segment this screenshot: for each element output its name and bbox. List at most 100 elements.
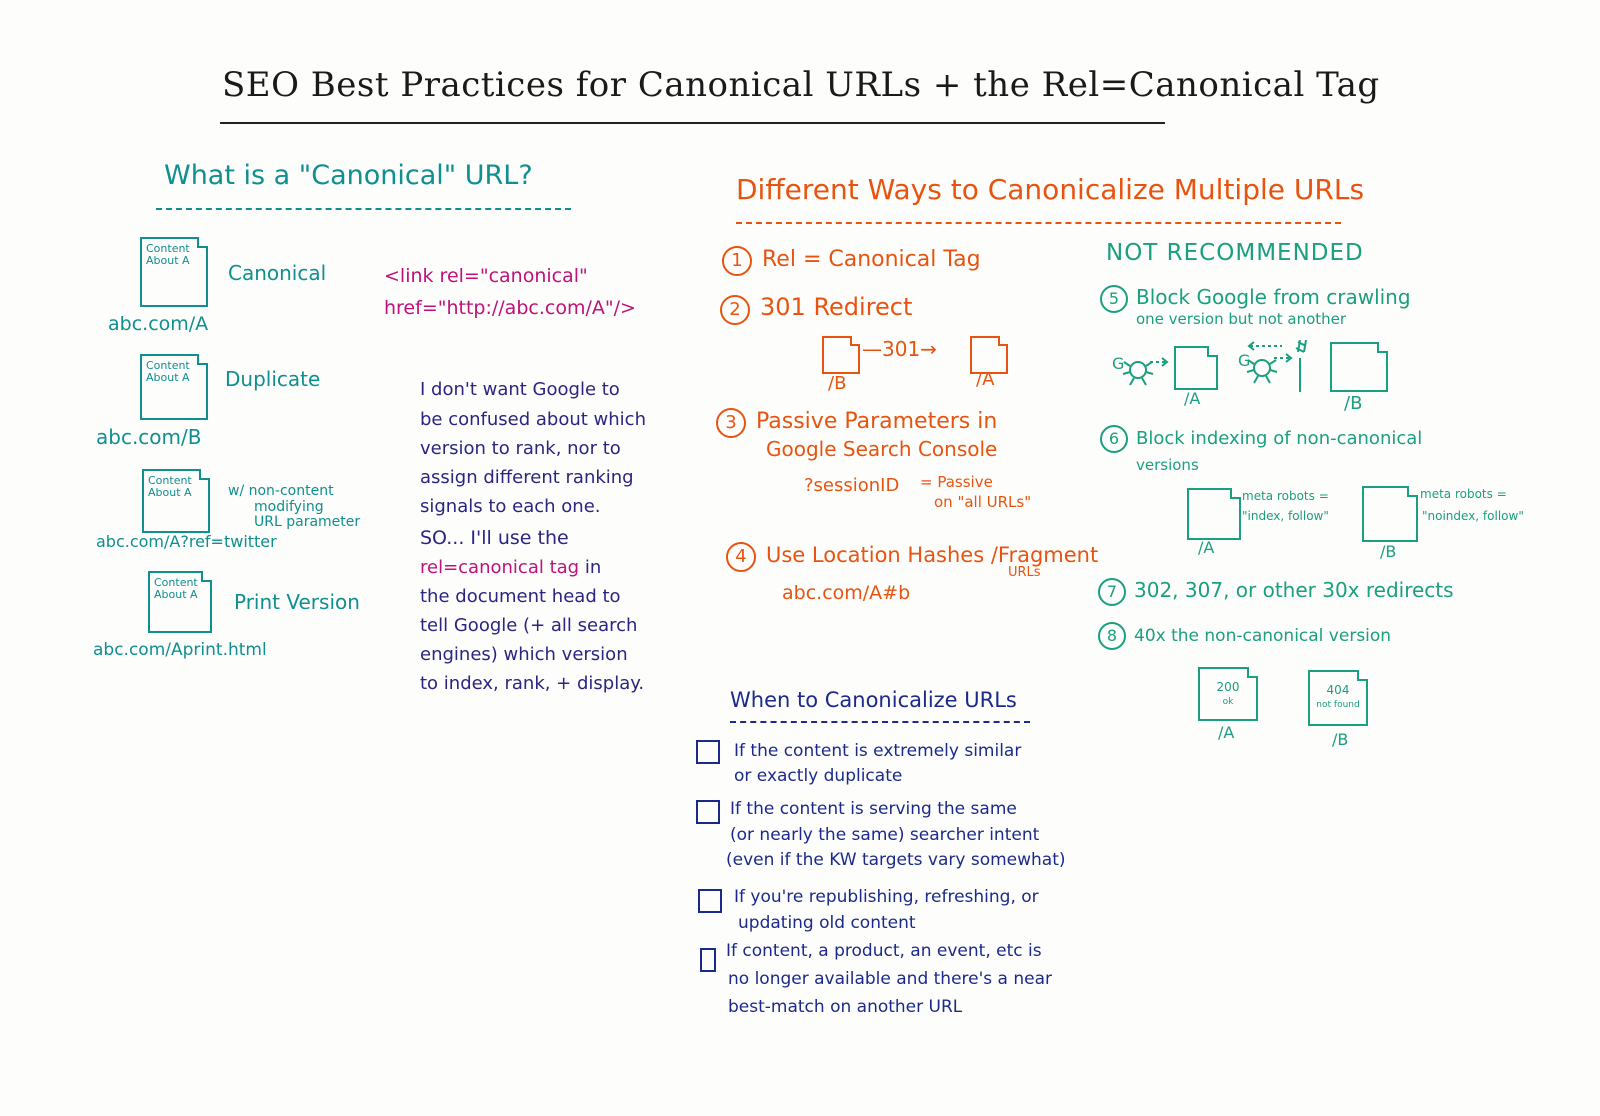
rel-canonical-text: rel=canonical tag	[420, 557, 580, 578]
explanation-line: I don't want Google to	[420, 379, 620, 400]
status-text: ok	[1222, 696, 1234, 707]
item-label: Block indexing of non-canonical	[1136, 428, 1423, 449]
code-line-2: href="http://abc.com/A"/>	[384, 297, 636, 319]
when-item-4-line1: If content, a product, an event, etc is	[726, 941, 1042, 961]
when-item-4-line2: no longer available and there's a near	[728, 969, 1053, 989]
doc-type-print: Print Version	[234, 590, 360, 614]
crawl-page-a	[1174, 346, 1218, 390]
explanation-line: signals to each one.	[420, 496, 601, 517]
item-label: 40x the non-canonical version	[1134, 626, 1392, 646]
method-3: 3 Passive Parameters in	[716, 408, 997, 438]
explanation-line: the document head to	[420, 586, 621, 607]
param-value-line1: = Passive	[920, 473, 993, 491]
status-code-b: 404 not found	[1310, 684, 1366, 710]
doc-url-print: abc.com/Aprint.html	[93, 640, 267, 660]
page-icon-a	[970, 336, 1008, 374]
document-label: Content About A	[146, 359, 190, 385]
when-heading-dashes	[730, 721, 1030, 723]
crawl-page-b	[1330, 342, 1388, 392]
when-item-1-line1: If the content is extremely similar	[734, 741, 1022, 761]
explanation-line-highlight: rel=canonical tag in	[420, 557, 602, 578]
page-icon-b	[822, 336, 860, 374]
when-item-1-line2: or exactly duplicate	[734, 766, 903, 786]
status-text: not found	[1316, 699, 1360, 710]
meta-page-a	[1187, 488, 1241, 540]
method-3-line2: Google Search Console	[766, 437, 998, 461]
hash-url: abc.com/A#b	[782, 582, 911, 604]
title-underline	[220, 122, 1165, 124]
when-item-2-line3: (even if the KW targets vary somewhat)	[726, 850, 1066, 870]
method-2: 2 301 Redirect	[720, 293, 913, 325]
doc-type-canonical: Canonical	[228, 261, 327, 285]
checkbox-1	[696, 740, 720, 764]
item-label: 302, 307, or other 30x redirects	[1134, 578, 1454, 602]
not-recommended-6: 6 Block indexing of non-canonical	[1100, 425, 1422, 453]
status-url-a: /A	[1218, 723, 1235, 742]
redirect-arrow: —301→	[862, 337, 937, 361]
blocked-mark-icon	[1295, 339, 1307, 392]
document-icon-print: Content About A	[148, 571, 212, 633]
method-4-sub: URLs	[1008, 565, 1041, 580]
meta-a-line2: "index, follow"	[1242, 509, 1329, 523]
method-label: Use Location Hashes /Fragment	[766, 543, 1099, 567]
not-recommended-6-line2: versions	[1136, 456, 1199, 474]
checkbox-3	[698, 889, 722, 913]
document-label: Content About A	[146, 242, 190, 268]
page-title: SEO Best Practices for Canonical URLs + …	[222, 65, 1380, 105]
middle-heading: Different Ways to Canonicalize Multiple …	[736, 173, 1365, 206]
document-label: Content About A	[148, 474, 192, 500]
number-badge: 6	[1100, 425, 1128, 453]
meta-b-line2: "noindex, follow"	[1422, 509, 1524, 523]
status-code-a: 200 ok	[1200, 681, 1256, 707]
method-label: Passive Parameters in	[756, 409, 998, 434]
googlebot-icon: G	[1112, 354, 1169, 386]
meta-b-line1: meta robots =	[1420, 487, 1507, 501]
document-label: Content About A	[154, 576, 198, 602]
checkbox-2	[696, 800, 720, 824]
explanation-line: version to rank, nor to	[420, 438, 621, 459]
crawl-label-b: /B	[1344, 393, 1363, 414]
explanation-line: be confused about which	[420, 409, 646, 430]
doc-type-duplicate: Duplicate	[225, 367, 321, 391]
number-badge: 8	[1098, 622, 1126, 650]
meta-b-url: /B	[1380, 542, 1397, 561]
right-heading: NOT RECOMMENDED	[1106, 240, 1364, 266]
number-badge: 1	[722, 246, 752, 276]
number-badge: 7	[1098, 578, 1126, 606]
document-icon-parameter: Content About A	[142, 469, 210, 533]
explanation-line: to index, rank, + display.	[420, 673, 645, 694]
checkbox-4	[700, 948, 716, 972]
not-recommended-8: 8 40x the non-canonical version	[1098, 622, 1391, 650]
svg-text:G: G	[1238, 351, 1250, 370]
param-value-line2: on "all URLs"	[934, 493, 1032, 511]
when-item-2-line2: (or nearly the same) searcher intent	[730, 825, 1040, 845]
meta-page-b	[1362, 486, 1418, 542]
when-item-3-line2: updating old content	[738, 913, 916, 933]
status-code: 404	[1326, 683, 1350, 697]
explanation-line: SO... I'll use the	[420, 527, 569, 549]
when-item-2-line1: If the content is serving the same	[730, 799, 1017, 819]
svg-text:G: G	[1112, 354, 1124, 373]
status-page-a: 200 ok	[1198, 667, 1258, 721]
number-badge: 3	[716, 408, 746, 438]
left-heading-dashes	[156, 208, 571, 210]
meta-a-line1: meta robots =	[1242, 489, 1329, 503]
document-icon-canonical: Content About A	[140, 237, 208, 307]
number-badge: 5	[1100, 285, 1128, 313]
number-badge: 2	[720, 295, 750, 325]
redirect-to-label: /A	[976, 369, 995, 390]
method-label: 301 Redirect	[760, 293, 913, 321]
not-recommended-7: 7 302, 307, or other 30x redirects	[1098, 578, 1454, 606]
status-code: 200	[1216, 680, 1240, 694]
explanation-line: assign different ranking	[420, 467, 634, 488]
code-line-1: <link rel="canonical"	[384, 265, 588, 287]
crawl-label-a: /A	[1184, 389, 1201, 408]
document-icon-duplicate: Content About A	[140, 354, 208, 420]
not-recommended-5-line2: one version but not another	[1136, 310, 1347, 328]
doc-url-canonical: abc.com/A	[108, 313, 209, 335]
doc-type-parameter-line3: URL parameter	[254, 514, 361, 530]
explanation-line: engines) which version	[420, 644, 628, 665]
